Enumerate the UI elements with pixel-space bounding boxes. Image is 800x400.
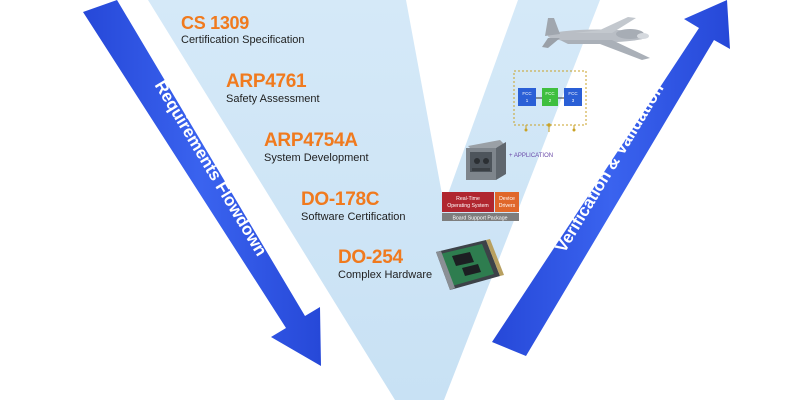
standard-description: Safety Assessment <box>226 93 320 105</box>
drivers-label-line2: Drivers <box>499 203 516 209</box>
bsp-label: Board Support Package <box>452 216 507 222</box>
board-support-package-block <box>442 213 519 221</box>
software-stack: Real-Time Operating System Device Driver… <box>442 192 519 222</box>
application-label: + APPLICATION <box>509 153 553 159</box>
fcc-box-1-number: 1 <box>526 98 529 103</box>
drivers-label-line1: Device <box>499 196 515 202</box>
fcc-box-1-label: FCC <box>522 91 532 96</box>
standard-code: CS 1309 <box>181 13 249 33</box>
standard-description: Complex Hardware <box>338 269 433 281</box>
standard-code: ARP4754A <box>264 130 358 151</box>
standard-description: Certification Specification <box>181 34 305 46</box>
standard-arp4761: ARP4761 Safety Assessment <box>226 72 320 105</box>
standard-code: ARP4761 <box>226 71 307 92</box>
standard-description: System Development <box>264 152 369 164</box>
standard-code: DO-254 <box>338 247 403 268</box>
v-shape <box>148 0 600 400</box>
fcc-box-2-number: 2 <box>549 98 552 103</box>
requirements-flowdown-arrow <box>83 0 321 366</box>
rtos-label-line1: Real-Time <box>456 196 480 202</box>
standard-description: Software Certification <box>301 211 406 223</box>
fcc-block-diagram: FCC 1 FCC 2 FCC 3 <box>513 70 587 132</box>
aircraft-icon <box>542 17 650 60</box>
fcc-box-3 <box>564 88 582 106</box>
standard-cs1309: CS 1309 Certification Specification <box>181 14 305 46</box>
avionics-unit-icon <box>466 140 506 180</box>
fcc-box-3-number: 3 <box>572 98 575 103</box>
rtos-block <box>442 192 494 212</box>
fcc-box-2-label: FCC <box>545 91 555 96</box>
verification-validation-arrow <box>492 0 730 356</box>
fcc-box-1 <box>518 88 536 106</box>
device-drivers-block <box>495 192 519 212</box>
standard-do178c: DO-178C Software Certification <box>301 190 406 223</box>
fcc-box-3-label: FCC <box>568 91 578 96</box>
rtos-label-line2: Operating System <box>447 203 489 209</box>
standard-do254: DO-254 Complex Hardware <box>338 248 432 281</box>
circuit-board-icon <box>436 239 504 290</box>
standard-arp4754a: ARP4754A System Development <box>264 131 369 164</box>
standard-code: DO-178C <box>301 189 380 210</box>
fcc-box-2 <box>542 88 558 106</box>
